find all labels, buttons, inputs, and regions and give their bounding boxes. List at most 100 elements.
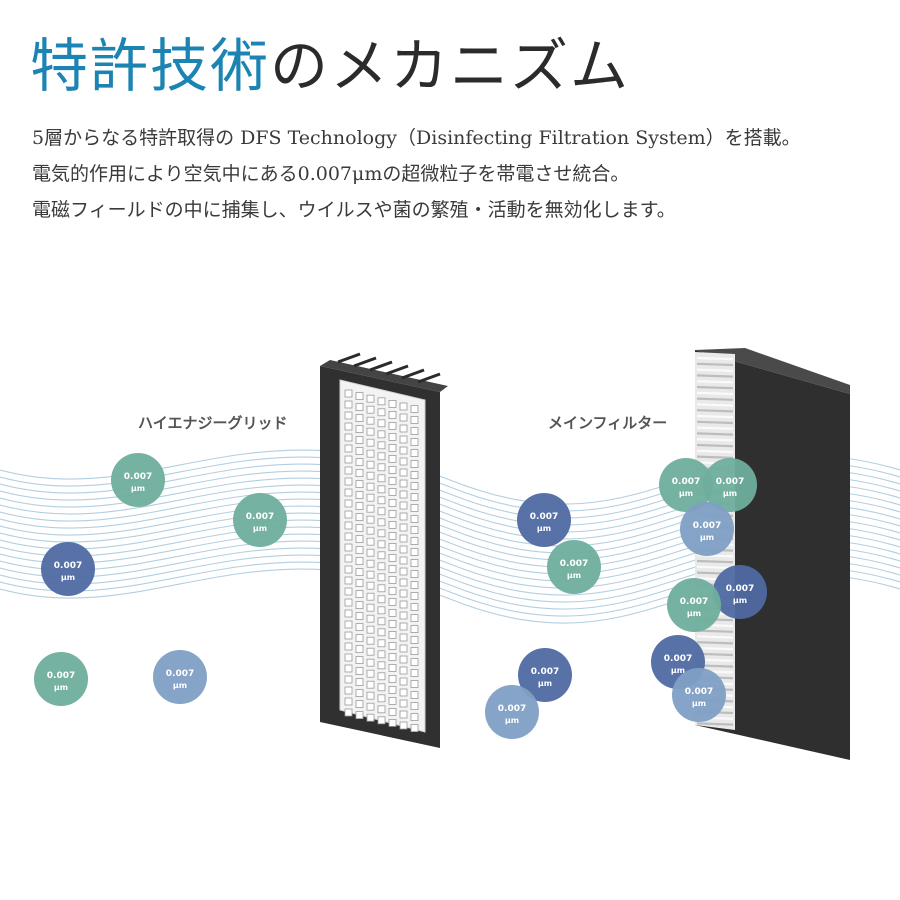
grid-electrodes xyxy=(337,352,441,384)
grid-cell xyxy=(388,707,397,716)
grid-cell xyxy=(377,408,386,417)
particle-unit: μm xyxy=(61,573,75,582)
grid-cell xyxy=(410,702,419,711)
filter-pleat xyxy=(696,646,734,651)
particle-value: 0.007 xyxy=(680,597,708,607)
particle-value: 0.007 xyxy=(664,654,692,664)
grid-cell xyxy=(399,710,408,719)
grid-cell xyxy=(344,488,353,497)
grid-cell xyxy=(366,504,375,513)
grid-cell xyxy=(388,553,397,562)
grid-cell xyxy=(344,587,353,596)
grid-cell xyxy=(388,575,397,584)
grid-cell xyxy=(388,465,397,474)
grid-cell xyxy=(410,449,419,457)
grid-cell xyxy=(344,576,353,585)
grid-cell xyxy=(377,562,386,571)
particles: 0.007 μm 0.007 μm 0.007 μm 0.007 μm 0.007 μm 0.007… xyxy=(34,453,767,739)
grid-cell xyxy=(355,491,364,500)
particle-unit: μm xyxy=(692,699,706,708)
grid-cell xyxy=(366,515,375,524)
grid-cell xyxy=(410,548,419,557)
particle-unit: μm xyxy=(54,683,68,692)
filter-pleat xyxy=(696,414,734,419)
grid-cell xyxy=(355,579,364,588)
grid-cell xyxy=(366,680,375,689)
grid-cell xyxy=(355,667,364,676)
grid-cell xyxy=(377,485,386,494)
grid-cell xyxy=(399,413,408,422)
grid-cell xyxy=(355,678,364,687)
particle-unit: μm xyxy=(253,524,267,533)
filter-pleat xyxy=(696,380,734,384)
grid-cell xyxy=(410,570,419,579)
particle-value: 0.007 xyxy=(246,512,274,522)
grid-cell xyxy=(377,617,386,626)
grid-cell xyxy=(355,546,364,555)
filter-pleat xyxy=(696,426,734,430)
particle-value: 0.007 xyxy=(124,472,152,482)
particle-unit: μm xyxy=(733,596,747,605)
particle: 0.007μm xyxy=(659,458,713,512)
grid-cell xyxy=(355,436,364,444)
filter-pleat xyxy=(696,391,734,396)
grid-cell xyxy=(388,531,397,540)
filter-pleat xyxy=(696,374,734,378)
filter-pleat xyxy=(696,443,734,448)
filter-pleat xyxy=(696,356,734,361)
grid-cell xyxy=(377,463,386,472)
grid-cell xyxy=(399,468,408,477)
grid-cell xyxy=(355,645,364,654)
grid-cell xyxy=(377,639,386,648)
grid-cell xyxy=(388,564,397,573)
grid-mesh xyxy=(344,389,419,733)
grid-cell xyxy=(388,652,397,661)
grid-cell xyxy=(410,669,419,678)
description-line: 電気的作用により空気中にある0.007μmの超微粒子を帯電させ統合。 xyxy=(32,163,630,185)
filter-pleat xyxy=(696,385,734,390)
filter-pleat xyxy=(696,420,734,425)
grid-electrode xyxy=(337,352,361,364)
grid-cell xyxy=(410,427,419,435)
particle-value: 0.007 xyxy=(498,704,526,714)
particle-value: 0.007 xyxy=(726,584,754,594)
grid-cell xyxy=(388,718,397,727)
particle-value: 0.007 xyxy=(693,521,721,531)
grid-cell xyxy=(410,647,419,656)
grid-cell xyxy=(399,677,408,686)
grid-electrode xyxy=(401,368,425,380)
grid-cell xyxy=(388,696,397,705)
filter-pleat xyxy=(696,641,734,645)
grid-cell xyxy=(377,529,386,538)
grid-cell xyxy=(399,512,408,521)
grid-cell xyxy=(410,603,419,612)
grid-cell xyxy=(388,476,397,485)
grid-cell xyxy=(355,634,364,643)
grid-cell xyxy=(344,620,353,629)
grid-cell xyxy=(410,504,419,513)
grid-cell xyxy=(388,411,397,419)
filter-pleat xyxy=(696,455,734,459)
particle: 0.007μm xyxy=(547,540,601,594)
grid-cell xyxy=(344,499,353,508)
grid-cell xyxy=(410,658,419,667)
particle: 0.007μm xyxy=(703,458,757,512)
grid-cell xyxy=(355,612,364,621)
grid-cell xyxy=(388,674,397,683)
filter-pleat xyxy=(696,635,734,639)
grid-cell xyxy=(410,713,419,722)
particle: 0.007 μm xyxy=(233,493,287,547)
grid-cell xyxy=(399,457,408,466)
grid-cell xyxy=(344,389,353,398)
particle-value: 0.007 xyxy=(672,477,700,487)
grid-cell xyxy=(388,597,397,606)
filtration-diagram: 0.007 μm 0.007 μm 0.007 μm 0.007 μm 0.007 μm 0.007… xyxy=(0,348,900,760)
grid-cell xyxy=(366,636,375,645)
grid-cell xyxy=(355,458,364,467)
grid-cell xyxy=(366,449,375,458)
grid-cell xyxy=(355,502,364,511)
grid-cell xyxy=(377,419,386,428)
grid-cell xyxy=(377,474,386,483)
grid-cell xyxy=(344,664,353,673)
grid-cell xyxy=(388,487,397,496)
